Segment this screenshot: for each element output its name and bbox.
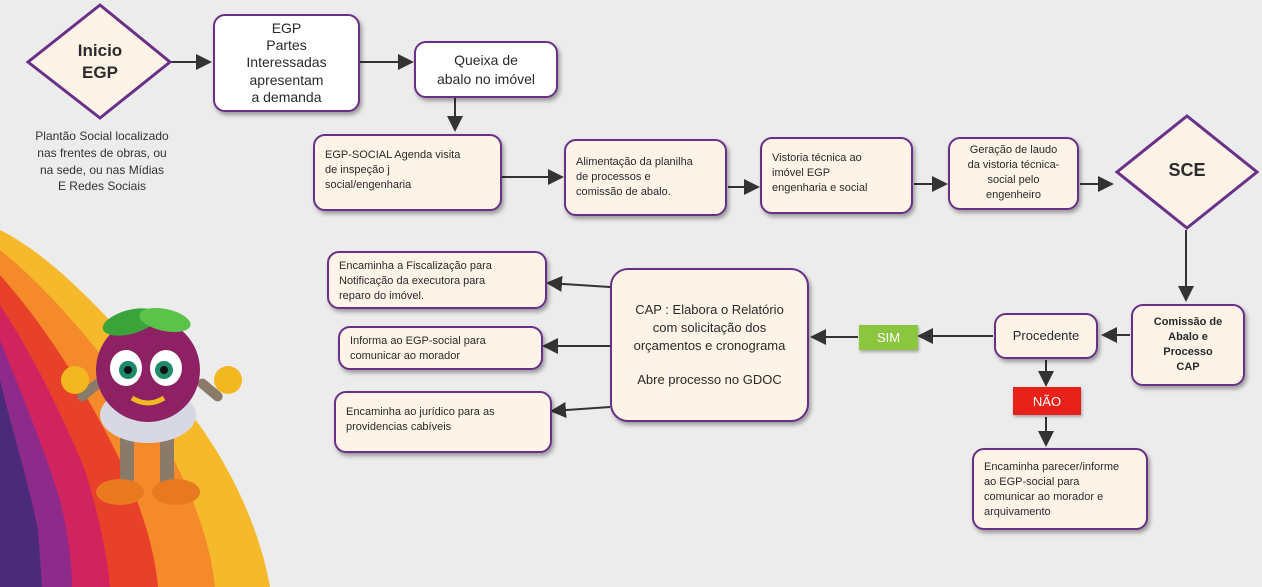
juridico-box: Encaminha ao jurídico para as providenci… xyxy=(334,391,552,453)
arrow-cap-to-fiscal xyxy=(546,275,611,292)
nao-badge: NÃO xyxy=(1013,387,1081,415)
laudo-box: Geração de laudo da vistoria técnica- so… xyxy=(948,137,1079,210)
start-note: Plantão Social localizado nas frentes de… xyxy=(35,129,169,194)
egp-box: EGP Partes Interessadas apresentam a dem… xyxy=(213,14,360,112)
parecer-box: Encaminha parecer/informe ao EGP-social … xyxy=(972,448,1148,530)
sce-label: SCE xyxy=(1168,160,1206,180)
arrow-cap-to-juridico xyxy=(550,402,611,419)
queixa-box: Queixa de abalo no imóvel xyxy=(414,41,558,98)
fiscal-box: Encaminha a Fiscalização para Notificaçã… xyxy=(327,251,547,309)
vistoria-box: Vistoria técnica ao imóvel EGP engenhari… xyxy=(760,137,913,214)
cap-box: CAP : Elabora o Relatório com solicitaçã… xyxy=(610,268,809,422)
start-diamond xyxy=(25,3,173,120)
comissao-box: Comissão de Abalo e Processo CAP xyxy=(1131,304,1245,386)
sce-diamond xyxy=(1114,114,1260,230)
start-label: Inicio EGP xyxy=(77,41,123,83)
informa-box: Informa ao EGP-social para comunicar ao … xyxy=(338,326,543,370)
sim-badge: SIM xyxy=(859,325,918,350)
procedente-box: Procedente xyxy=(994,313,1098,359)
agenda-box: EGP-SOCIAL Agenda visita de inspeção j s… xyxy=(313,134,502,211)
planilha-box: Alimentação da planilha de processos e c… xyxy=(564,139,727,216)
